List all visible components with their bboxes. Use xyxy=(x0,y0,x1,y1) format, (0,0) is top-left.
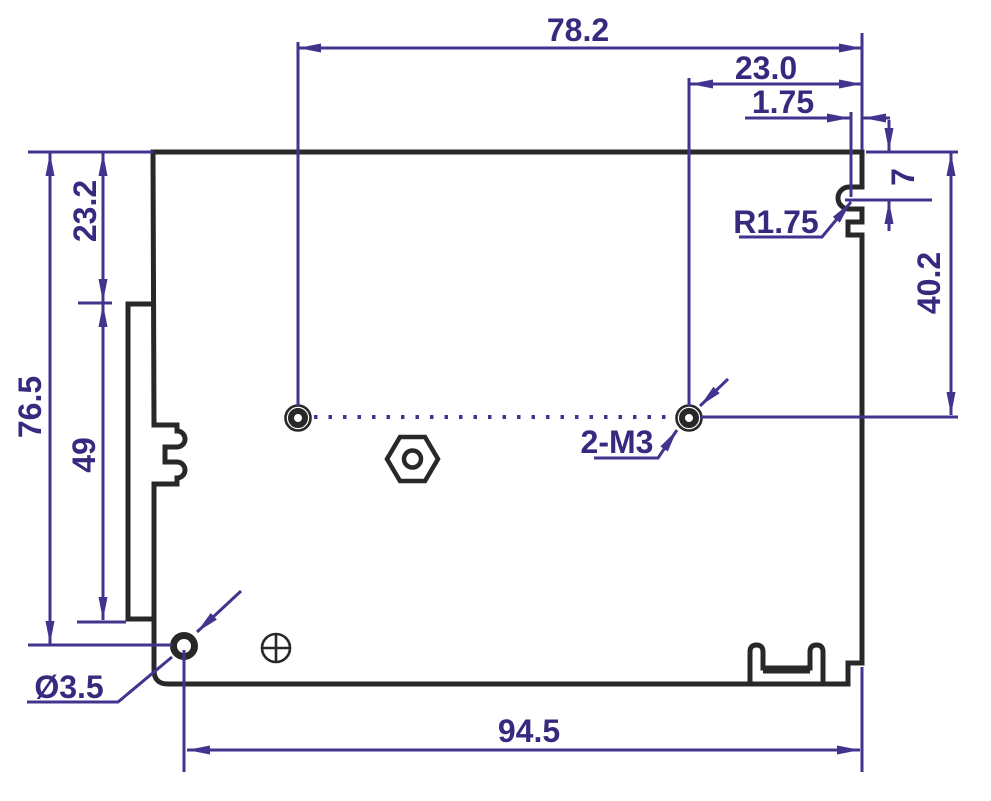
hex-nut-symbol xyxy=(384,434,441,484)
dim-94-5-text: 94.5 xyxy=(498,713,560,749)
dim-78-2-text: 78.2 xyxy=(547,12,609,48)
mounting-hole-left xyxy=(284,404,312,432)
leader-dia-3-5 xyxy=(27,655,173,704)
leader-r1-75 xyxy=(739,201,853,239)
rail-clip xyxy=(747,642,826,682)
dim-7-text: 7 xyxy=(885,168,921,186)
mounting-hole-right xyxy=(675,404,703,432)
label-r1-75: R1.75 xyxy=(733,204,818,240)
ground-symbol xyxy=(260,632,292,664)
leader-2-m3 xyxy=(594,429,679,460)
dim-40-2-text: 40.2 xyxy=(911,252,947,314)
dim-1-75-text: 1.75 xyxy=(752,84,814,120)
dim-49-text: 49 xyxy=(66,437,102,473)
leader-dia-3-5-upper xyxy=(195,589,243,634)
dim-23-0-text: 23.0 xyxy=(735,50,797,86)
label-2-m3: 2-M3 xyxy=(581,424,654,460)
label-dia-3-5: Ø3.5 xyxy=(34,669,103,705)
din-flange xyxy=(125,301,154,622)
dim-23-2-text: 23.2 xyxy=(67,180,103,242)
dim-76-5-text: 76.5 xyxy=(12,376,48,438)
part-outline xyxy=(150,149,865,687)
leader-2-m3-upper xyxy=(698,377,730,408)
